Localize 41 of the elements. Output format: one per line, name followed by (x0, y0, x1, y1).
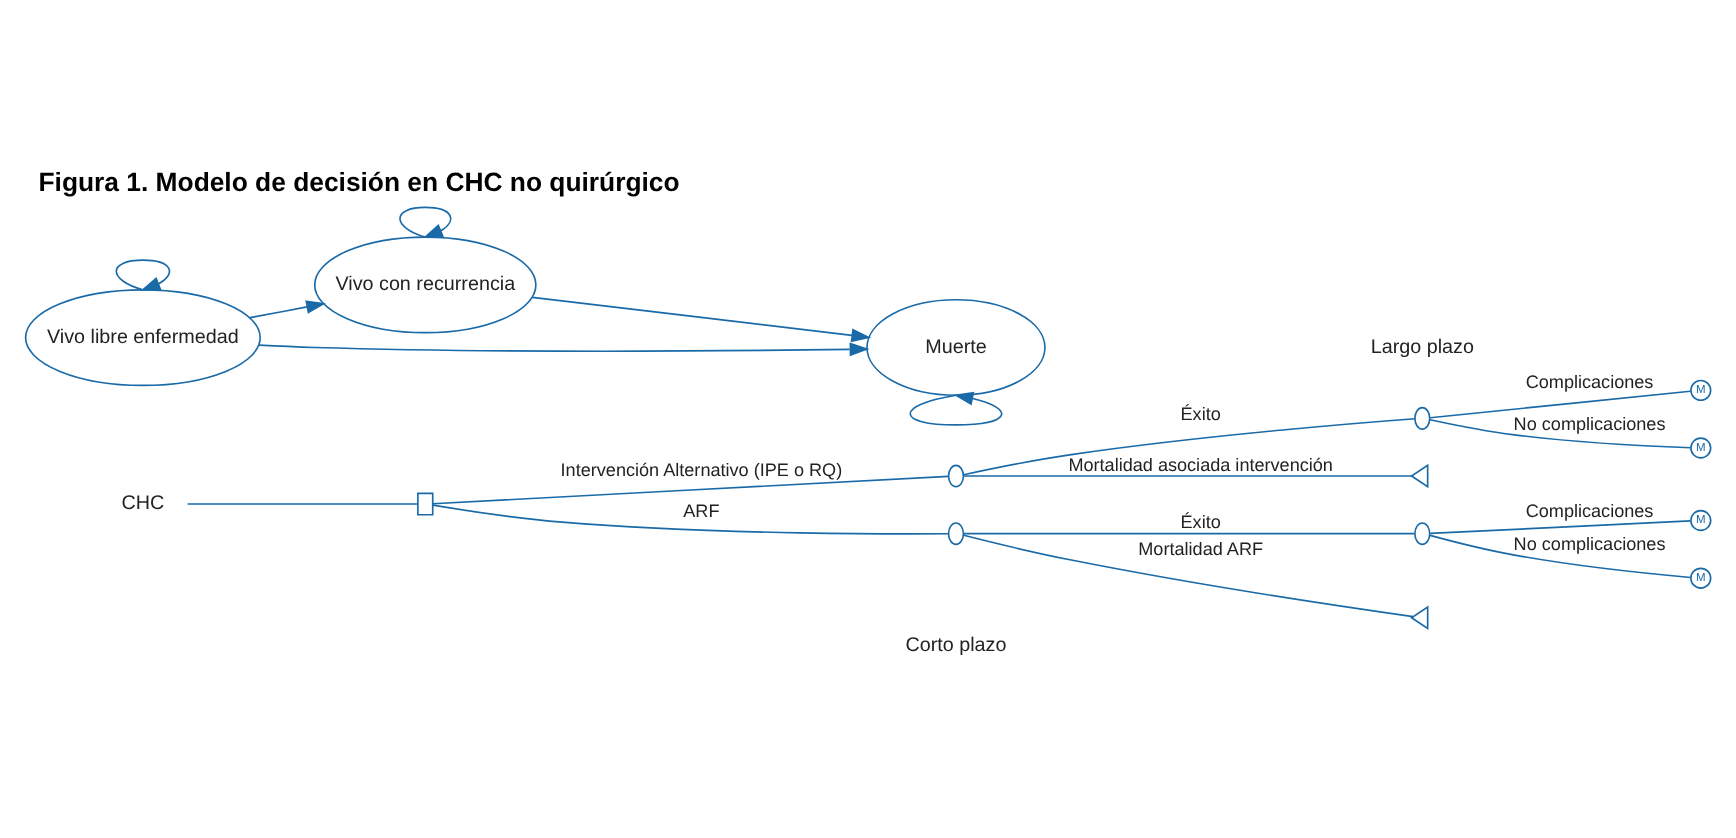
connector (186, 502, 419, 504)
connector (1429, 533, 1692, 578)
arrow (115, 258, 171, 290)
connector (432, 503, 950, 534)
edge-label: Mortalidad ARF (1138, 537, 1264, 558)
connector (1429, 519, 1692, 534)
node-box (417, 491, 434, 515)
edge-label: ARF (683, 499, 720, 520)
connector (962, 531, 1416, 534)
node-ellipse: Vivo libre enfermedad (24, 288, 261, 386)
edge-label: Intervención Alternativo (IPE o RQ) (560, 458, 843, 479)
label: Corto plazo (905, 633, 1007, 656)
connector (962, 474, 1413, 476)
connector (1429, 389, 1692, 418)
connector (962, 416, 1416, 475)
arrow (399, 205, 452, 238)
node-text: CHC (121, 492, 165, 515)
connector (962, 533, 1414, 617)
edge-label: Complicaciones (1525, 499, 1654, 520)
node-ellipse: Muerte (866, 297, 1046, 396)
edge-label: No complicaciones (1513, 532, 1666, 553)
arrow (531, 295, 872, 342)
node-triangle (1410, 604, 1429, 629)
node-circle (1414, 405, 1431, 429)
diagram-title: Figura 1. Modelo de decisión en CHC no quirúrgico (38, 165, 680, 196)
edge-label: No complicaciones (1513, 412, 1666, 433)
arrow (249, 299, 326, 318)
node-circle (947, 521, 965, 545)
connector (1429, 417, 1692, 448)
node-triangle (1410, 462, 1429, 488)
node-circle (947, 463, 965, 487)
connector (432, 474, 950, 504)
edge-label: Éxito (1180, 402, 1221, 423)
edge-label: Complicaciones (1525, 371, 1654, 392)
edge-label: Éxito (1180, 511, 1221, 532)
label: Largo plazo (1370, 335, 1474, 358)
node-circle (1414, 521, 1431, 545)
arrow (909, 390, 1003, 425)
node-ellipse: Vivo con recurrencia (313, 235, 537, 333)
arrow (258, 341, 870, 356)
edge-label: Mortalidad asociada intervención (1068, 453, 1333, 474)
